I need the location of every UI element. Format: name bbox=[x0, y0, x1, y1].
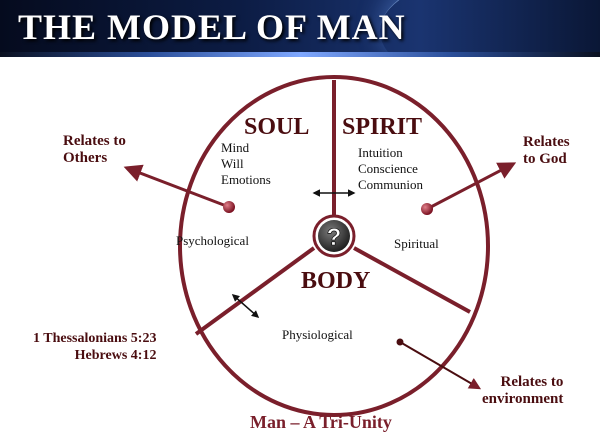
diagram-caption: Man – A Tri-Unity bbox=[250, 412, 392, 432]
center-ball bbox=[318, 220, 350, 252]
reference-thessalonians: 1 Thessalonians 5:23 bbox=[33, 331, 157, 346]
soul-heading: SOUL bbox=[244, 114, 310, 140]
others-arrow bbox=[123, 164, 230, 209]
reference-hebrews: Hebrews 4:12 bbox=[74, 348, 157, 363]
spirit-items: Intuition Conscience Communion bbox=[358, 145, 423, 193]
center-question-mark: ? bbox=[327, 224, 342, 251]
region-spiritual: Spiritual bbox=[394, 236, 439, 251]
banner-divider bbox=[0, 52, 600, 57]
body-heading: BODY bbox=[301, 268, 371, 294]
divider-right bbox=[353, 246, 471, 314]
god-arrow bbox=[426, 162, 517, 211]
spirit-item-intuition: Intuition bbox=[358, 145, 403, 160]
soul-body-arrow bbox=[231, 294, 260, 318]
page-title: THE MODEL OF MAN bbox=[18, 7, 406, 47]
region-physiological: Physiological bbox=[282, 327, 353, 342]
soul-item-mind: Mind bbox=[221, 140, 250, 155]
divider-left bbox=[194, 246, 316, 336]
region-psychological: Psychological bbox=[176, 233, 249, 248]
body-dot bbox=[396, 338, 404, 346]
spirit-heading: SPIRIT bbox=[342, 114, 423, 140]
soul-dot bbox=[223, 201, 235, 213]
title-banner: THE MODEL OF MAN bbox=[0, 0, 600, 57]
soul-items: Mind Will Emotions bbox=[221, 140, 271, 188]
relates-to-environment-label: Relates to environment bbox=[482, 374, 564, 407]
spirit-item-communion: Communion bbox=[358, 177, 424, 192]
spirit-item-conscience: Conscience bbox=[358, 161, 418, 176]
spirit-dot bbox=[421, 203, 433, 215]
environment-arrow bbox=[399, 341, 482, 390]
scripture-references: 1 Thessalonians 5:23 Hebrews 4:12 bbox=[33, 330, 156, 364]
soul-item-will: Will bbox=[221, 156, 244, 171]
relates-to-god-label: Relates to God bbox=[523, 134, 570, 167]
relates-to-others-label: Relates to Others bbox=[63, 133, 126, 166]
outer-circle bbox=[178, 75, 490, 417]
soul-item-emotions: Emotions bbox=[221, 172, 271, 187]
